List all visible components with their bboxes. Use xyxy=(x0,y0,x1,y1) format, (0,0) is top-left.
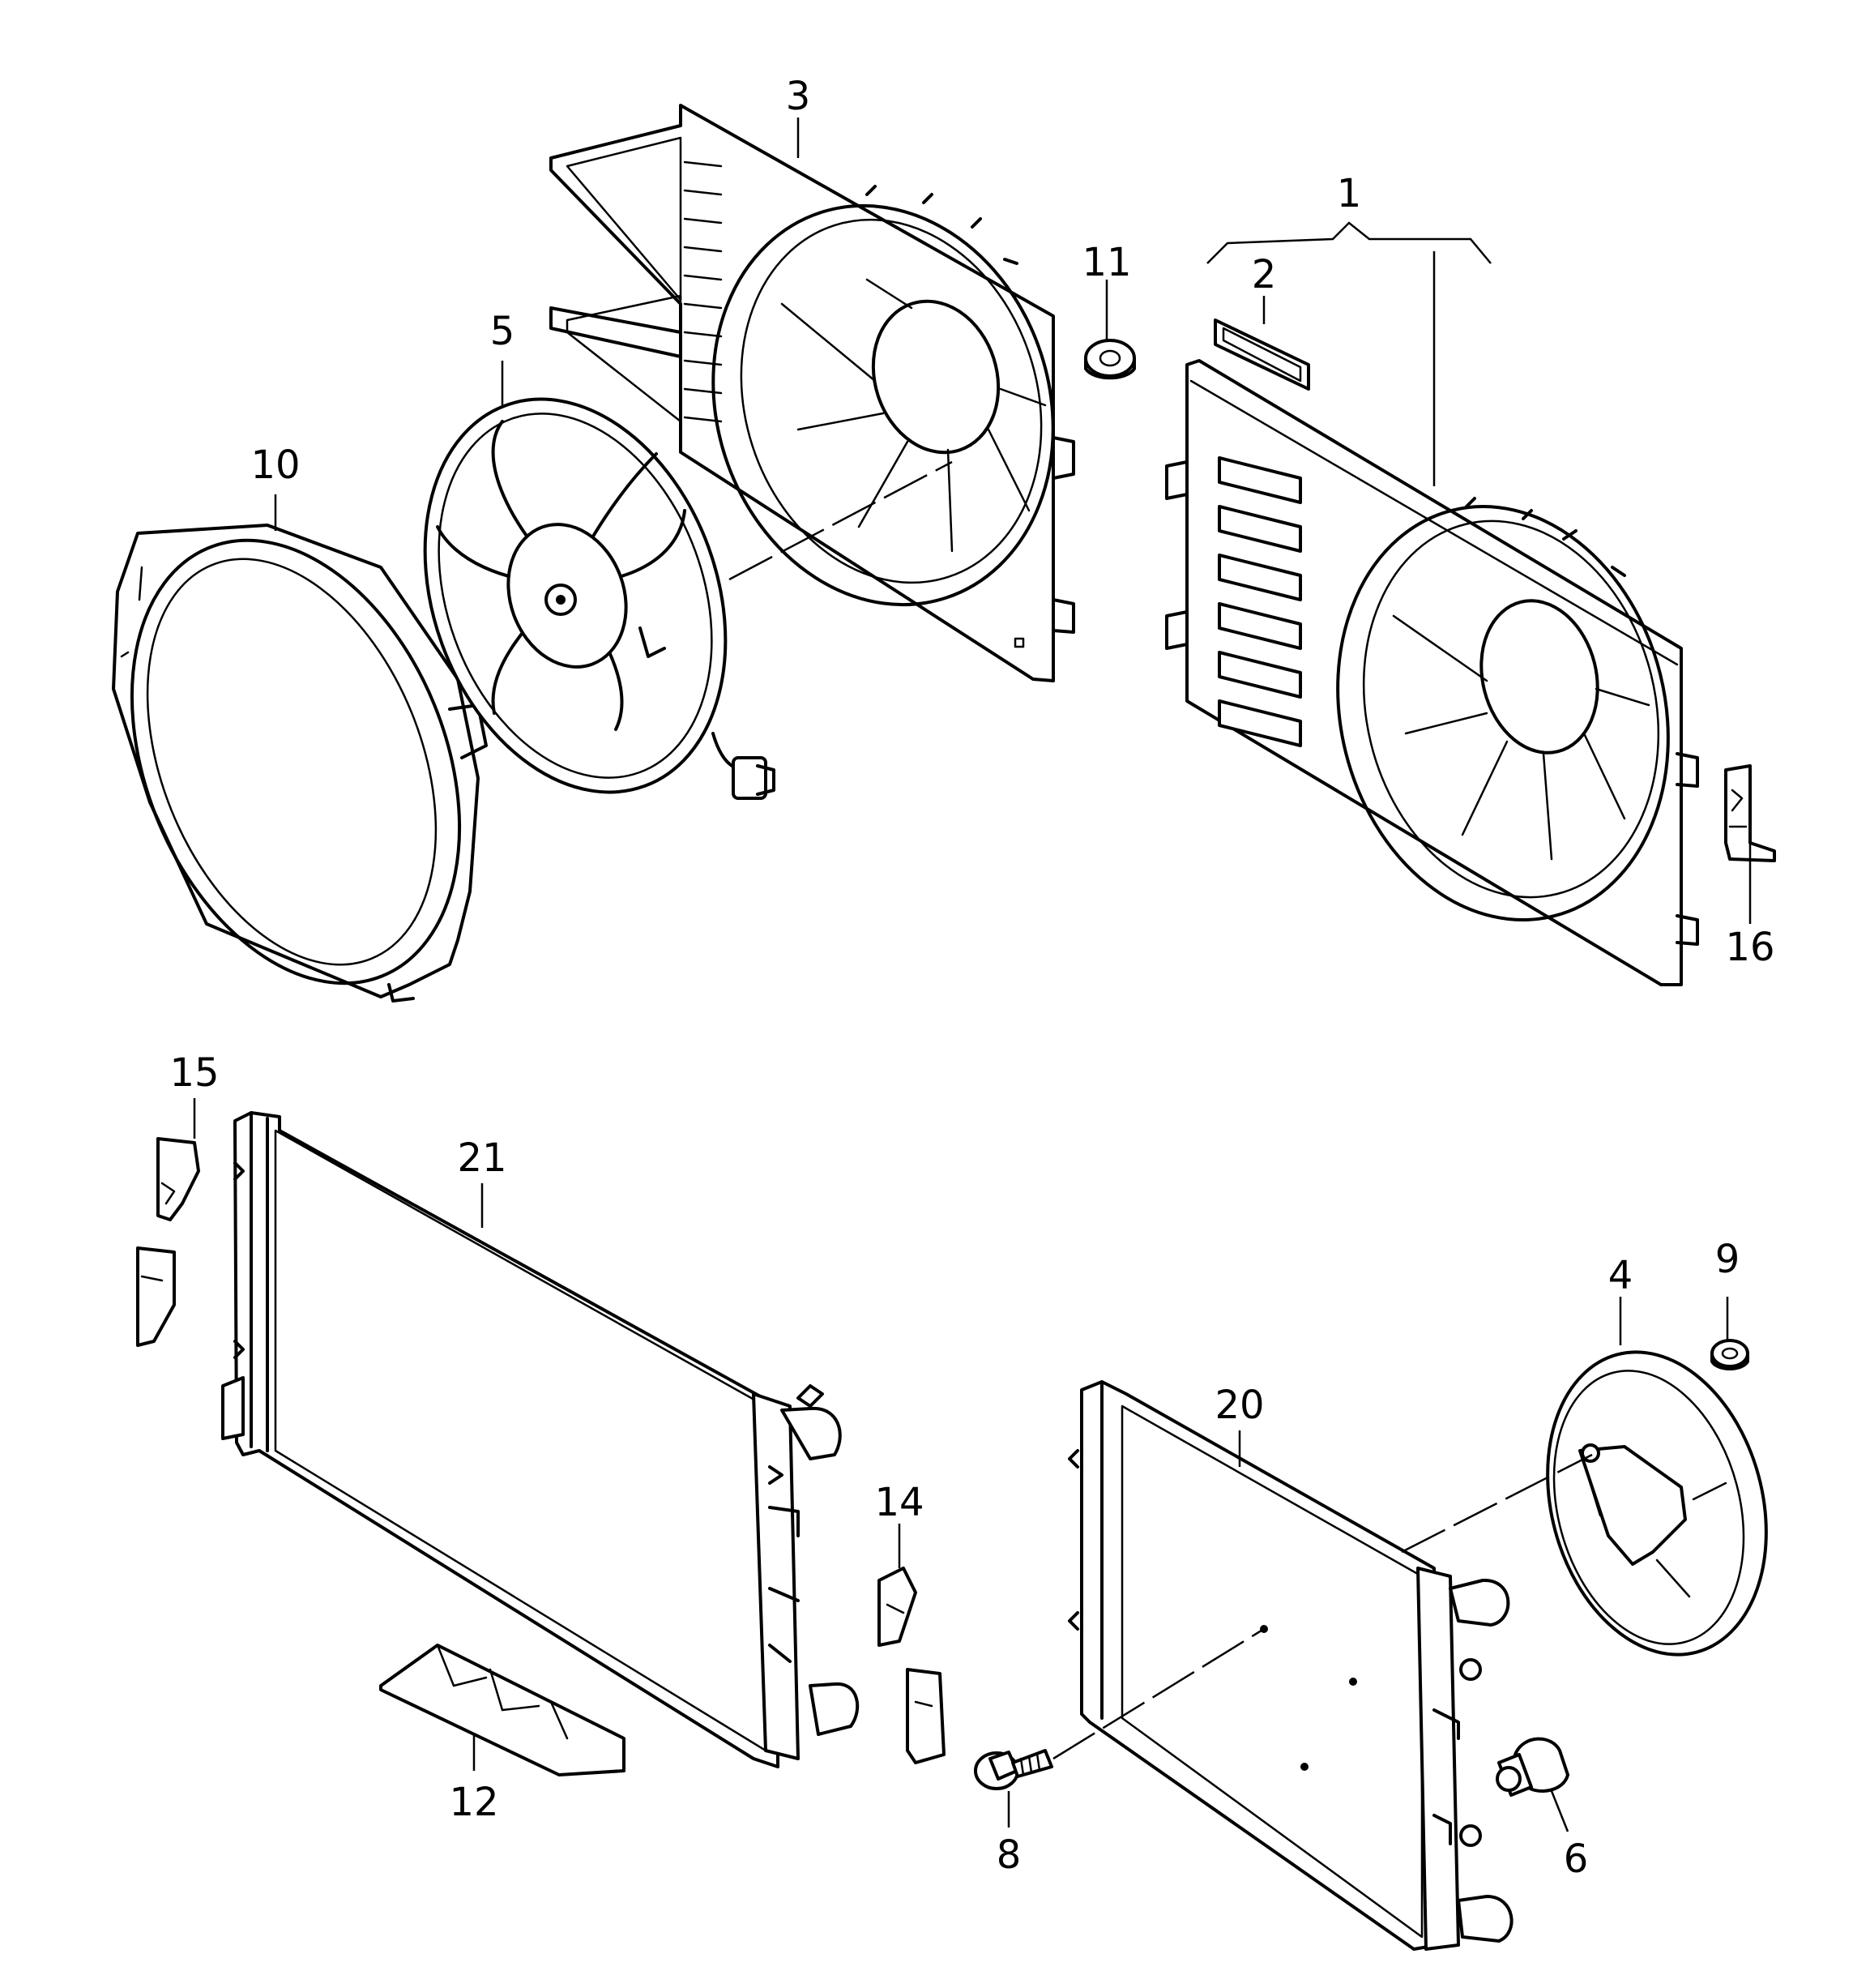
label-6: 6 xyxy=(1564,1836,1589,1882)
part-6-sensor xyxy=(1496,1737,1569,1797)
part-3-fan-frame xyxy=(549,104,1075,682)
label-8: 8 xyxy=(997,1832,1022,1878)
part-5-fan-motor xyxy=(423,397,775,800)
label-20: 20 xyxy=(1215,1383,1264,1428)
part-16-clip xyxy=(1724,764,1776,862)
part-9-nut xyxy=(1710,1339,1749,1370)
label-10: 10 xyxy=(250,442,300,488)
label-12: 12 xyxy=(449,1780,498,1825)
label-9: 9 xyxy=(1715,1237,1740,1282)
part-8-bolt xyxy=(974,1749,1053,1790)
label-16: 16 xyxy=(1725,925,1774,970)
label-14: 14 xyxy=(874,1480,924,1525)
part-15-bracket xyxy=(136,1137,200,1347)
label-4: 4 xyxy=(1608,1253,1633,1298)
part-14-bracket xyxy=(877,1567,946,1764)
label-15: 15 xyxy=(169,1050,219,1096)
part-11-nut xyxy=(1084,339,1136,380)
label-21: 21 xyxy=(457,1135,506,1181)
leader-lines xyxy=(193,118,1752,1832)
label-1: 1 xyxy=(1337,171,1362,216)
part-2-label xyxy=(1214,319,1310,391)
label-11: 11 xyxy=(1082,240,1131,285)
part-20-radiator xyxy=(1068,1380,1514,1951)
part-1-fan-frame-assembly xyxy=(1165,359,1699,986)
part-10-shroud-ring xyxy=(112,524,488,1003)
label-3: 3 xyxy=(786,74,811,119)
part-21-radiator xyxy=(221,1111,860,1768)
part-labels: 3 1 11 2 5 10 16 15 21 14 20 4 9 12 8 6 xyxy=(169,74,1774,1882)
label-2: 2 xyxy=(1252,252,1277,297)
part-4-fan xyxy=(1546,1350,1768,1657)
part-12-deflector xyxy=(379,1644,625,1776)
label-5: 5 xyxy=(490,309,515,354)
